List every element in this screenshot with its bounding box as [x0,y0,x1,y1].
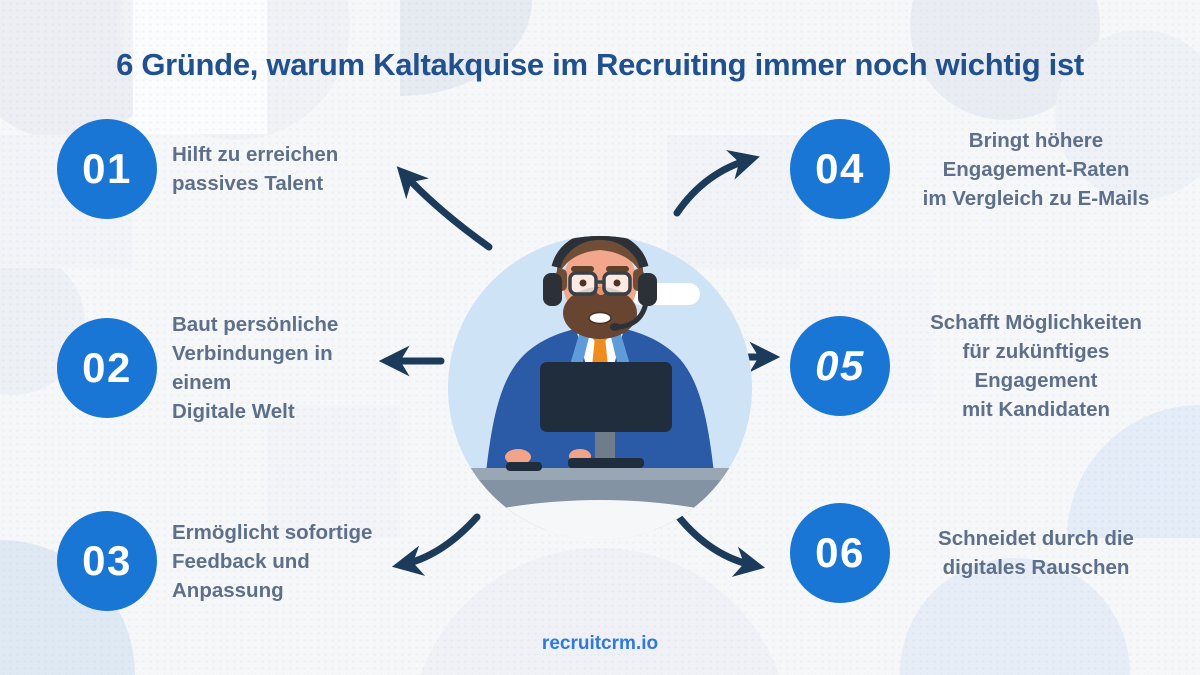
number-badge-05: 05 [790,316,890,416]
reason-item-05: 05 Schafft Möglichkeiten für zukünftiges… [790,308,1176,424]
item-text: Bringt höhere Engagement-Raten im Vergle… [922,128,1150,210]
item-text: Schafft Möglichkeiten für zukünftiges En… [930,311,1142,421]
bg-tile [133,0,267,134]
item-number: 05 [815,342,865,389]
reason-item-04: 04 Bringt höhere Engagement-Raten im Ver… [790,119,1176,219]
recruiter-illustration [430,225,770,550]
curved-arrow-down-left-icon [391,513,481,576]
bg-circle [1055,30,1200,200]
curved-arrow-up-left-icon [396,166,493,251]
item-number: 03 [82,537,132,584]
item-text: Hilft zu erreichen passives Talent [172,143,339,195]
reason-item-02: 02 Baut persönliche Verbindungen in eine… [57,310,407,426]
reason-item-01: 01 Hilft zu erreichen passives Talent [57,119,407,219]
item-text: Ermöglicht sofortige Feedback und Anpass… [172,520,373,602]
recruiter-with-headset-icon [448,236,752,540]
bg-tile [267,405,400,538]
item-text: Baut persönliche Verbindungen in einem D… [172,313,339,423]
number-badge-06: 06 [790,503,890,603]
brand-link: recruitcrm.io [541,633,659,654]
number-badge-01: 01 [57,119,157,219]
number-badge-03: 03 [57,511,157,611]
reason-item-06: 06 Schneidet durch die digitales Rausche… [790,503,1176,603]
reason-item-03: 03 Ermöglicht sofortige Feedback und Anp… [57,511,407,611]
curved-arrow-down-right-icon [674,512,766,577]
item-number: 02 [82,344,132,391]
item-number: 04 [815,145,865,192]
item-number: 06 [815,529,865,576]
brand-footer: recruitcrm.io [0,633,1200,655]
curved-arrow-up-right-icon [673,150,760,217]
number-badge-02: 02 [57,318,157,418]
item-text: Schneidet durch die digitales Rauschen [938,527,1134,579]
page-title: 6 Gründe, warum Kaltakquise im Recruitin… [116,46,1084,82]
number-badge-04: 04 [790,119,890,219]
item-number: 01 [82,145,132,192]
